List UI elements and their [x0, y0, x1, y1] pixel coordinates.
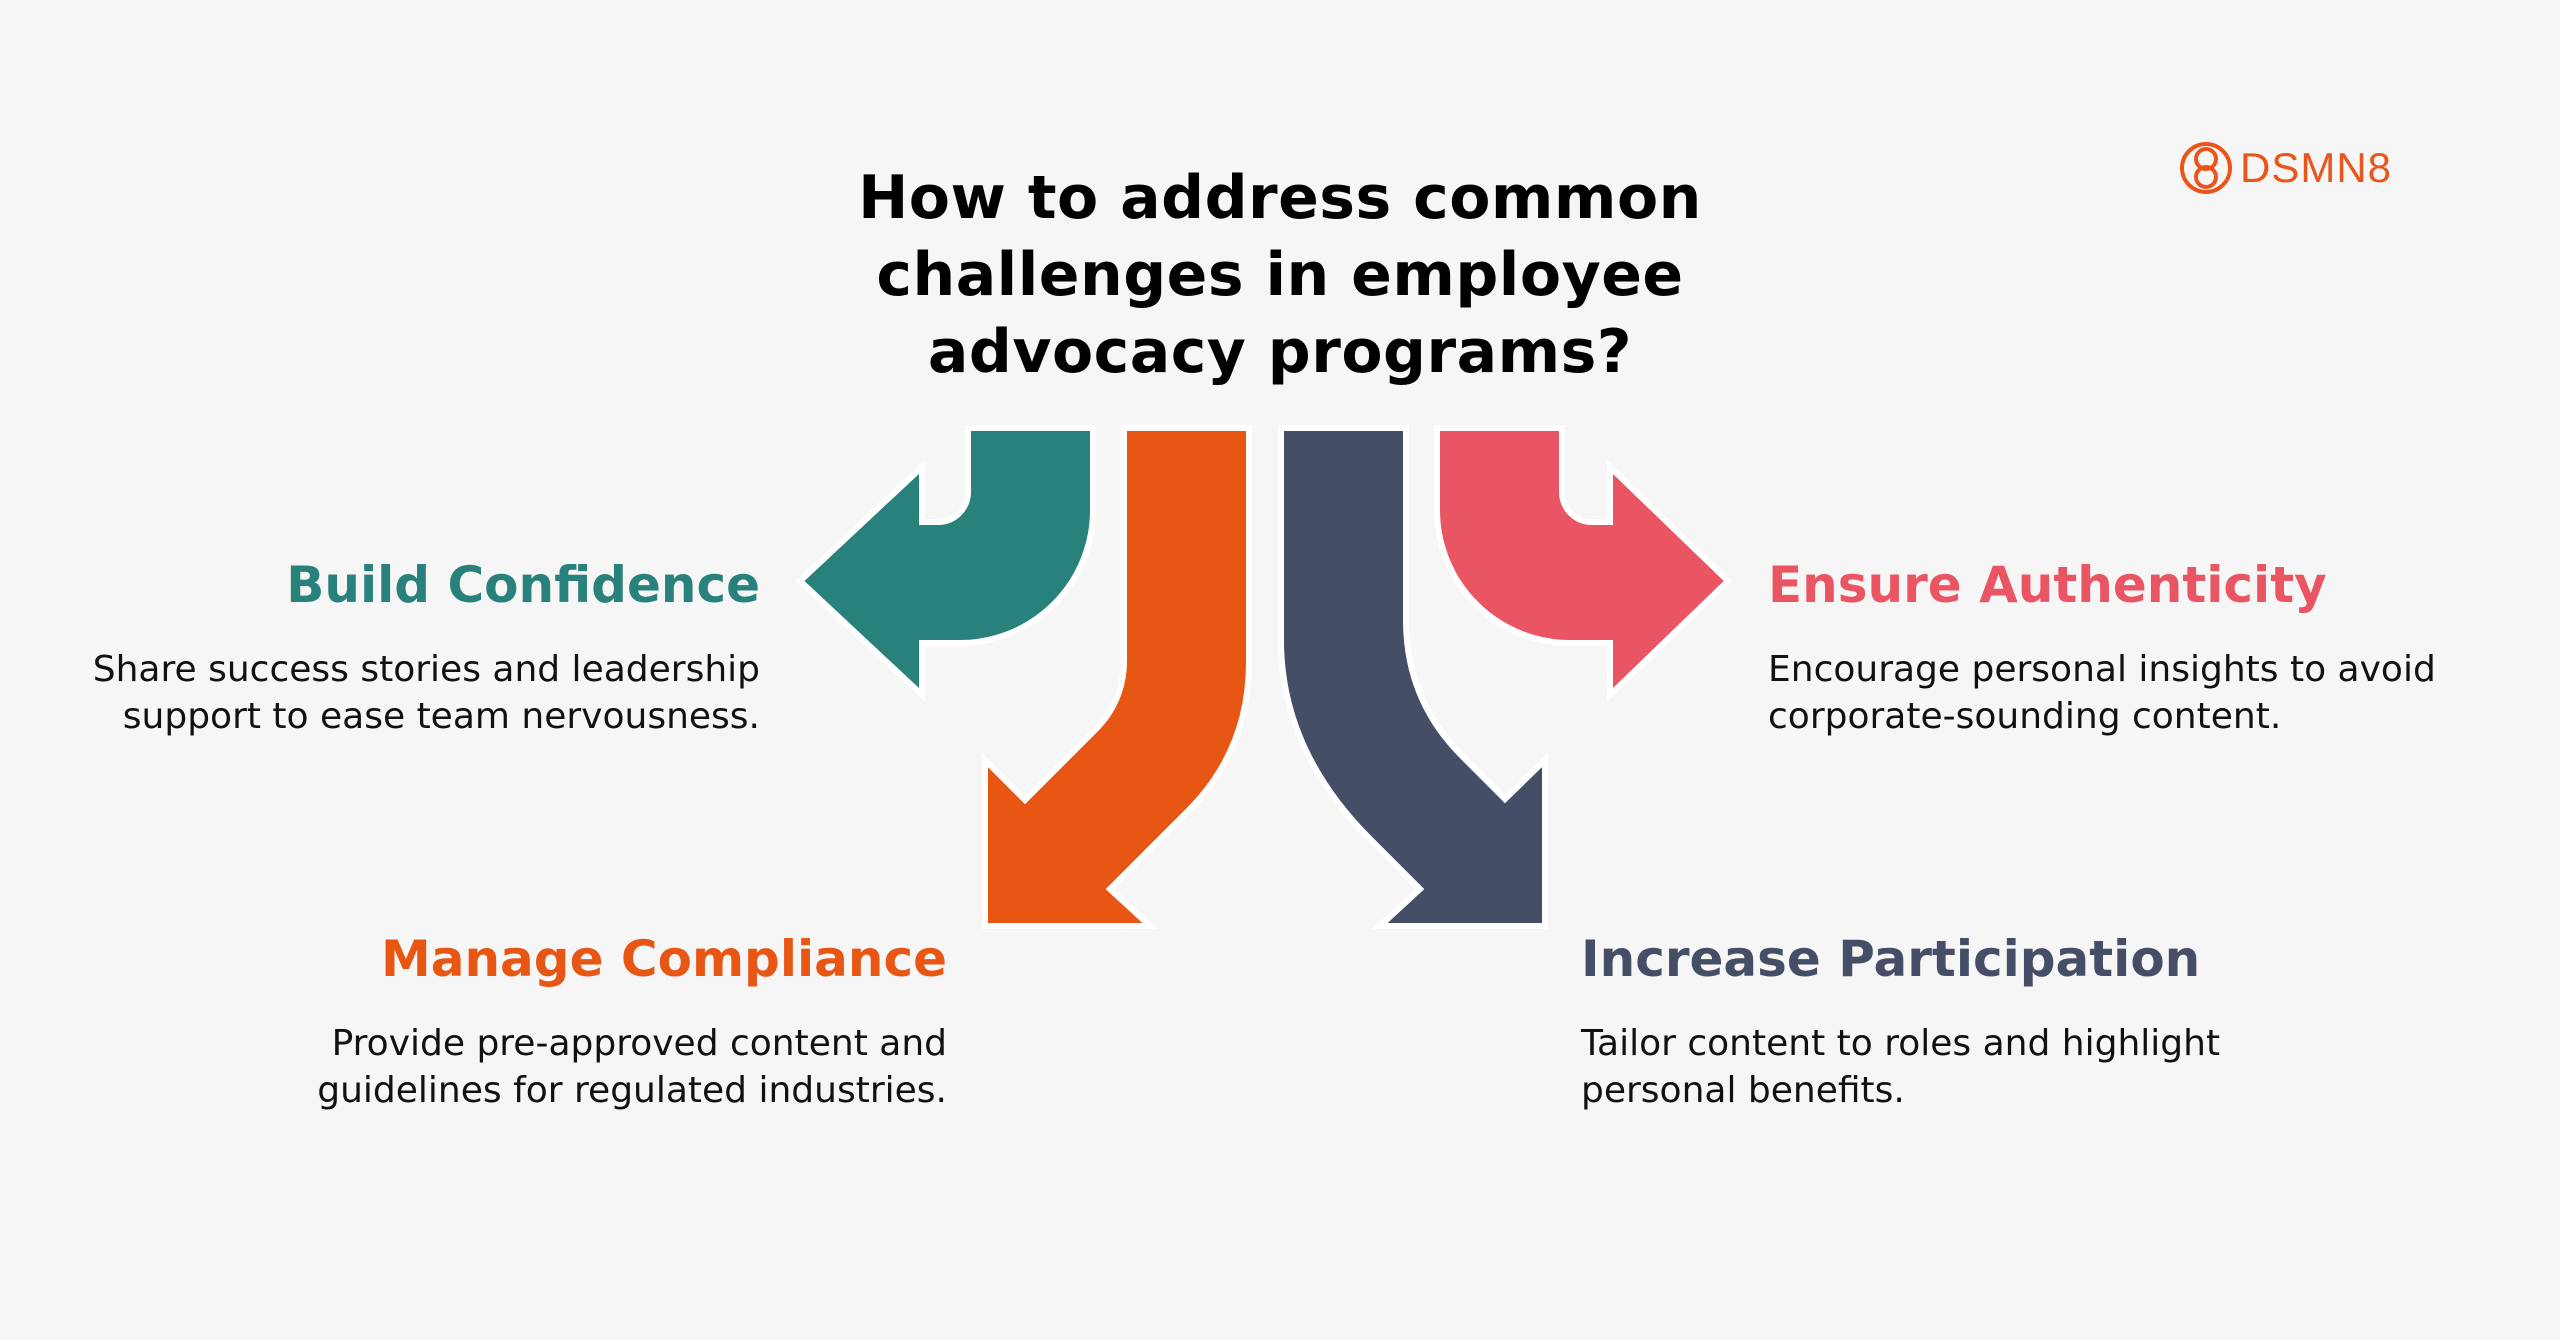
arrow-down-right-navy: [1278, 425, 1548, 929]
item-description-build-confidence: Share success stories and leadership sup…: [92, 649, 760, 737]
logo-text: DSMN8: [2240, 144, 2393, 191]
item-heading-build-confidence: Build Confidence: [286, 556, 760, 614]
item-description-increase-participation: Tailor content to roles and highlight pe…: [1581, 1023, 2221, 1111]
item-heading-manage-compliance: Manage Compliance: [380, 930, 947, 988]
arrow-right-pink: [1434, 425, 1733, 703]
brand-logo: DSMN8: [2178, 138, 2392, 198]
arrow-left-teal-body: [795, 425, 1096, 702]
item-heading-increase-participation: Increase Participation: [1581, 930, 2201, 988]
diagram-title: How to address common challenges in empl…: [858, 163, 1702, 387]
arrow-down-left-orange: [982, 425, 1252, 929]
item-heading-ensure-authenticity: Ensure Authenticity: [1768, 556, 2327, 614]
item-description-ensure-authenticity: Encourage personal insights to avoid cor…: [1768, 649, 2436, 737]
item-description-manage-compliance: Provide pre-approved content and guideli…: [317, 1023, 947, 1111]
logo-mark-icon: [2180, 142, 2232, 194]
